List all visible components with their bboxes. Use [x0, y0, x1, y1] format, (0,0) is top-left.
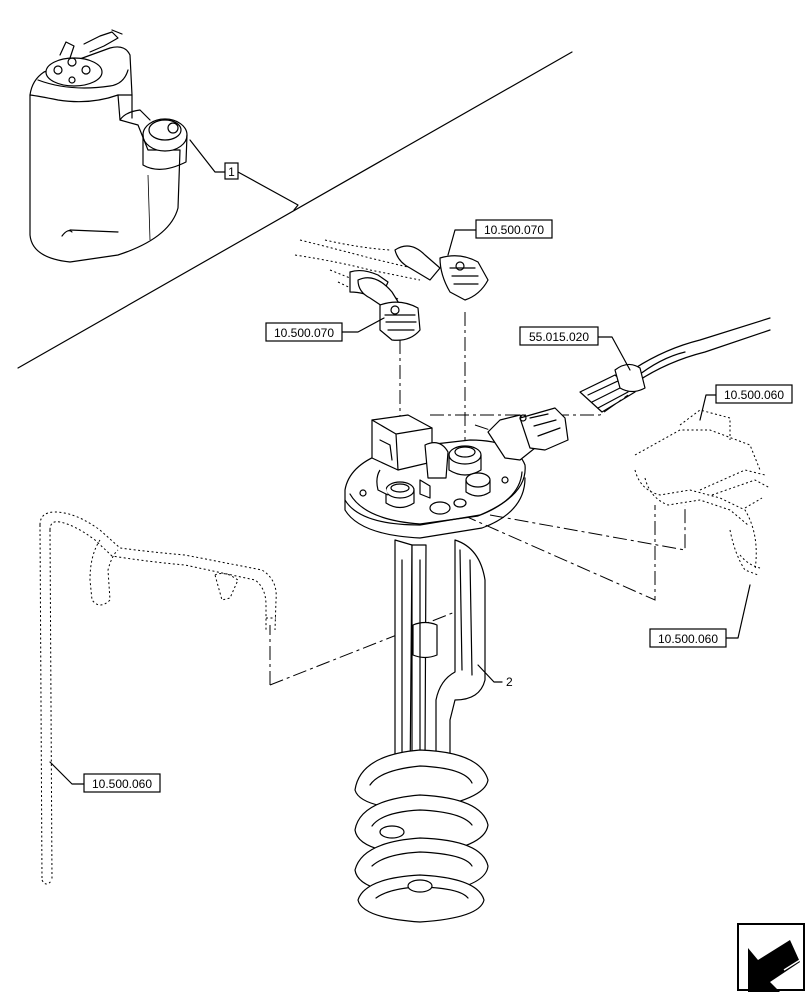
- callout-item-2: 2: [477, 664, 513, 689]
- callout-item-1: 1: [189, 139, 299, 211]
- callout-ref-left-hose-label: 10.500.070: [274, 326, 334, 340]
- callout-ref-left-pipe-label: 10.500.060: [92, 777, 152, 791]
- fuel-pump-module: [344, 407, 569, 923]
- connector-harness: [579, 317, 771, 413]
- callout-ref-top-right-hose-label: 10.500.070: [484, 223, 544, 237]
- callout-item-2-label: 2: [506, 675, 513, 689]
- left-fuel-pipe: [39, 511, 277, 885]
- callout-ref-left-hose: 10.500.070: [265, 317, 385, 342]
- callout-ref-left-pipe: 10.500.060: [49, 761, 161, 793]
- callout-ref-top-right-hose: 10.500.070: [447, 219, 553, 256]
- callout-ref-right-lower-label: 10.500.060: [658, 632, 718, 646]
- callout-ref-connector-label: 55.015.020: [529, 330, 589, 344]
- upper-hoses: [294, 239, 489, 341]
- callout-ref-right-upper: 10.500.060: [699, 384, 793, 421]
- callout-ref-right-lower: 10.500.060: [649, 584, 751, 648]
- callout-ref-connector: 55.015.020: [519, 326, 631, 371]
- callout-ref-right-upper-label: 10.500.060: [724, 388, 784, 402]
- arrow-back-icon[interactable]: [737, 923, 805, 992]
- right-hose-assembly: [634, 409, 771, 576]
- fuel-tank-inset: [29, 29, 188, 263]
- inset-separator-line: [17, 51, 573, 369]
- callout-item-1-label: 1: [228, 165, 235, 179]
